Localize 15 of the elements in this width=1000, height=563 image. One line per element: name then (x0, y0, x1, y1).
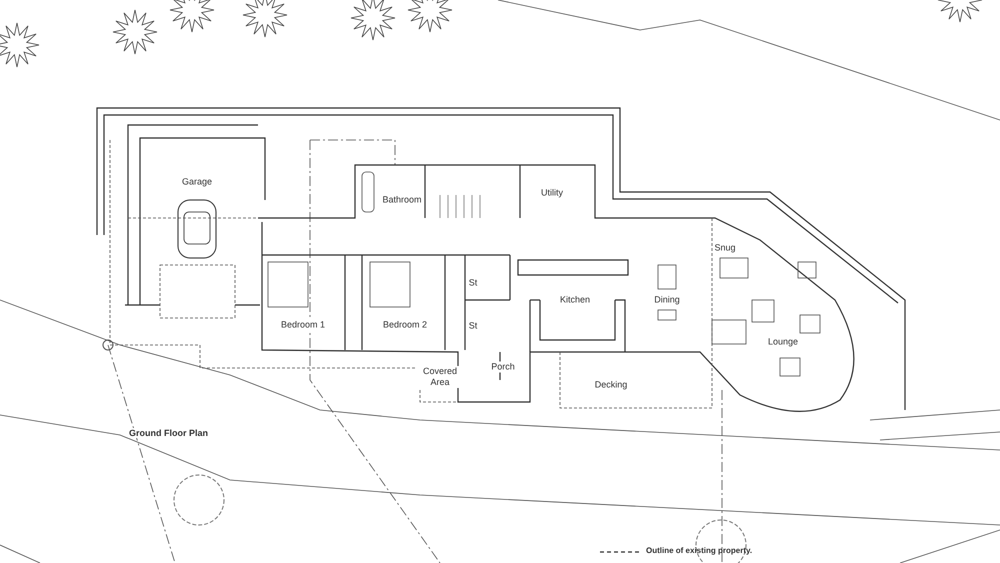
room-label: Dining (653, 294, 681, 306)
room-label: Porch (490, 362, 516, 372)
room-label: Snug (713, 242, 737, 254)
room-label: Garage (180, 176, 214, 188)
room-label: Kitchen (558, 294, 592, 306)
legend-text: Outline of existing property. (646, 546, 752, 555)
room-label: Decking (594, 380, 628, 390)
room-label: Bedroom 2 (382, 320, 428, 330)
room-label: St (468, 278, 478, 288)
plan-title: Ground Floor Plan (128, 428, 209, 438)
room-label: St (468, 320, 478, 332)
room-label: Bedroom 1 (280, 320, 326, 330)
room-label: Lounge (766, 336, 800, 348)
room-label: Bathroom (381, 194, 423, 206)
room-label: Utility (540, 188, 564, 198)
